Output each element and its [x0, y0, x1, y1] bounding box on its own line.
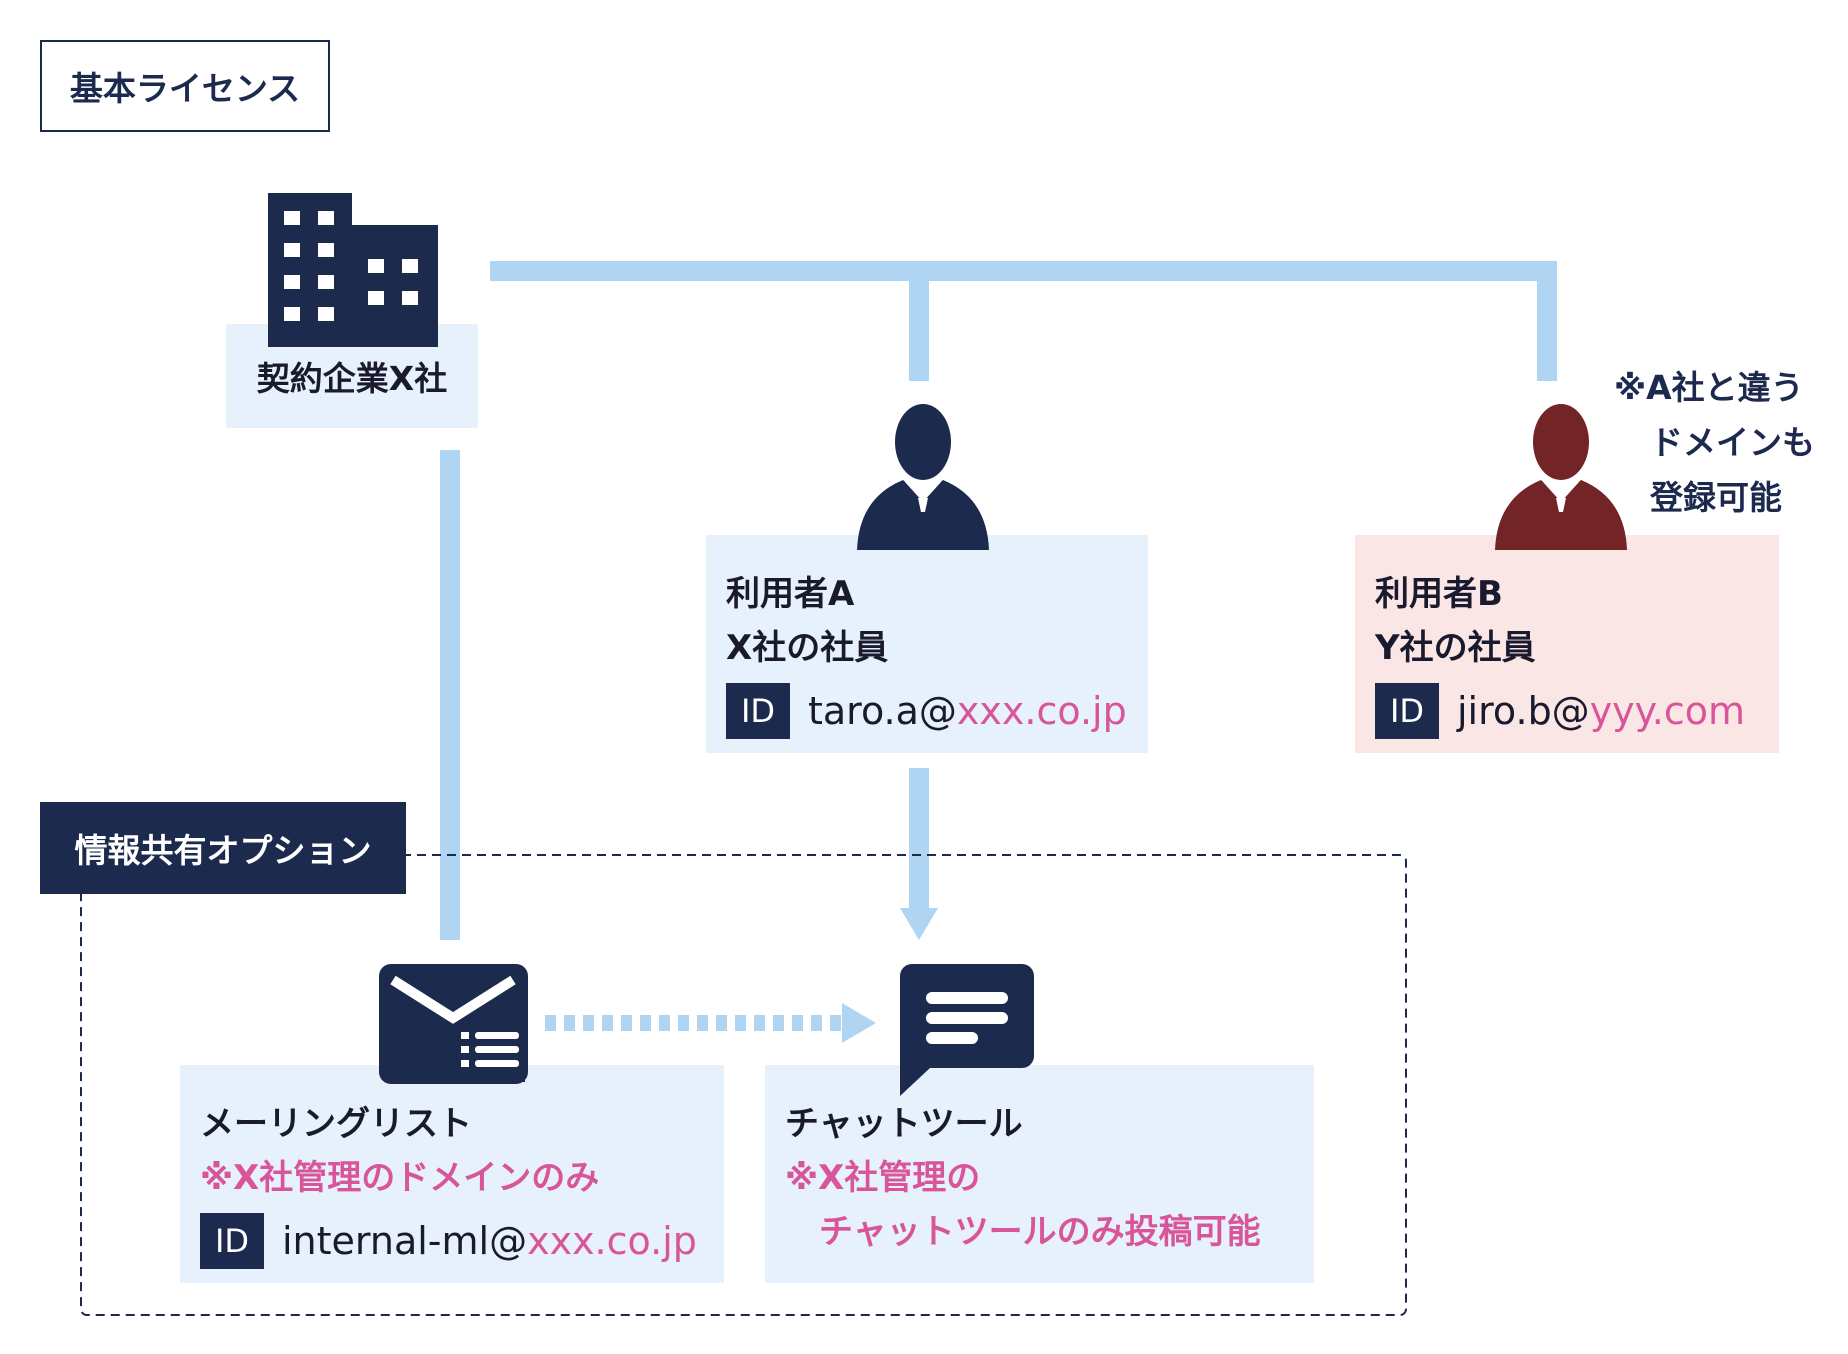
mailing-list-email-domain: xxx.co.jp — [527, 1219, 697, 1263]
chat-tool-note-line1: ※X社管理の — [785, 1158, 981, 1198]
arrow-head-down — [900, 908, 938, 940]
chat-tool-title: チャットツール — [785, 1104, 1023, 1144]
user-a-email-domain: xxx.co.jp — [956, 689, 1127, 733]
user-b-email-domain: yyy.com — [1589, 689, 1745, 733]
mailing-list-id-line: ID internal-ml@xxx.co.jp — [200, 1213, 704, 1269]
mailing-list-title: メーリングリスト — [200, 1104, 472, 1144]
user-a-to-chat-line — [909, 768, 929, 908]
user-b-note-line1: ※A社と違う — [1614, 368, 1804, 407]
user-b-domain-note: ※A社と違う ドメインも 登録可能 — [1614, 360, 1815, 525]
company-to-mailing-line — [440, 450, 460, 940]
user-b-id-line: ID jiro.b@yyy.com — [1375, 683, 1759, 739]
option-dashed-boundary — [80, 854, 1407, 1316]
id-badge: ID — [726, 683, 790, 739]
mailing-list-email-local: internal-ml@ — [282, 1219, 528, 1263]
mail-list-icon — [379, 964, 528, 1084]
user-a-email-local: taro.a@ — [808, 689, 957, 733]
mailing-list-note: ※X社管理のドメインのみ — [200, 1158, 600, 1198]
user-b-card: 利用者B Y社の社員 ID jiro.b@yyy.com — [1355, 535, 1779, 753]
mailing-list-card: メーリングリスト ※X社管理のドメインのみ ID internal-ml@xxx… — [180, 1065, 724, 1283]
user-a-title: 利用者A — [726, 574, 855, 614]
id-badge: ID — [200, 1213, 264, 1269]
basic-license-label: 基本ライセンス — [40, 40, 330, 132]
user-b-note-line3: 登録可能 — [1650, 478, 1782, 517]
person-icon — [857, 404, 989, 550]
chat-tool-note-line2: チャットツールのみ投稿可能 — [785, 1212, 1261, 1252]
user-a-affiliation: X社の社員 — [726, 628, 889, 668]
user-b-affiliation: Y社の社員 — [1375, 628, 1536, 668]
bus-line — [490, 261, 1557, 281]
branch-to-user-b — [1537, 261, 1557, 381]
user-a-card: 利用者A X社の社員 ID taro.a@xxx.co.jp — [706, 535, 1148, 753]
chat-icon — [900, 964, 1034, 1096]
branch-to-user-a — [909, 261, 929, 381]
user-b-title: 利用者B — [1375, 574, 1503, 614]
user-b-note-line2: ドメインも — [1650, 423, 1815, 462]
user-a-id-line: ID taro.a@xxx.co.jp — [726, 683, 1128, 739]
dotted-arrow-head — [842, 1003, 876, 1043]
id-badge: ID — [1375, 683, 1439, 739]
building-icon — [268, 193, 438, 347]
chat-tool-card: チャットツール ※X社管理の チャットツールのみ投稿可能 — [765, 1065, 1314, 1283]
person-icon — [1495, 404, 1627, 550]
user-b-email-local: jiro.b@ — [1457, 689, 1590, 733]
info-sharing-option-label: 情報共有オプション — [40, 802, 406, 894]
